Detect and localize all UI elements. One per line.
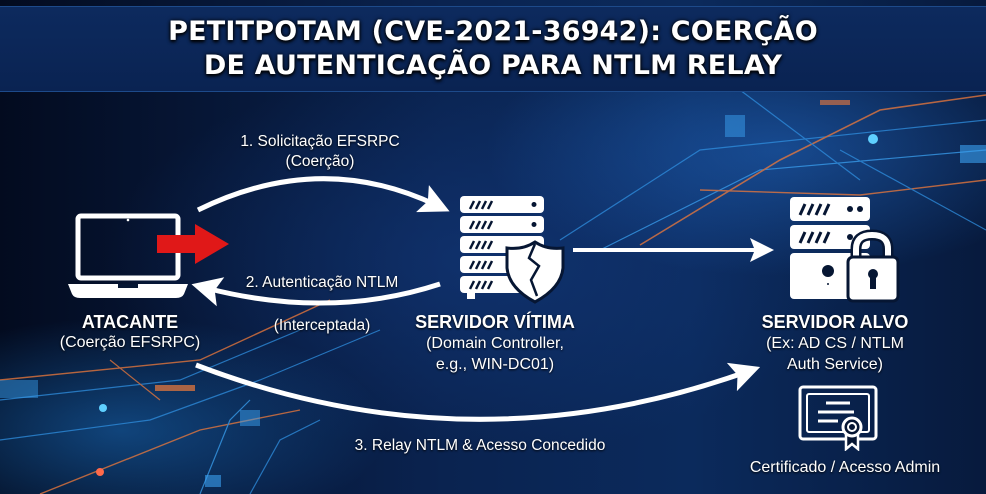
page-title-line-2: DE AUTENTICAÇÃO PARA NTLM RELAY [203, 50, 783, 81]
title-band [0, 6, 986, 92]
server-broken-shield-icon [460, 196, 565, 304]
target-name: SERVIDOR ALVO [761, 312, 909, 332]
step2-sublabel: (Interceptada) [273, 317, 371, 334]
attacker-name: ATACANTE [81, 312, 179, 332]
step3-arrow [195, 362, 761, 422]
step1-arrow [196, 176, 450, 213]
target-subtitle-line-2: Auth Service) [786, 356, 884, 373]
victim-name: SERVIDOR VÍTIMA [415, 312, 575, 332]
victim-subtitle-line-2: e.g., WIN-DC01) [435, 356, 555, 373]
certificate-icon [798, 385, 878, 451]
step2-label: 2. Autenticação NTLM [245, 274, 399, 291]
certificate-label: Certificado / Acesso Admin [749, 459, 941, 476]
step1-label: 1. Solicitação EFSRPC [240, 133, 400, 150]
step1-sublabel: (Coerção) [285, 153, 355, 170]
target-subtitle-line-1: (Ex: AD CS / NTLM [766, 335, 904, 352]
step3-label: 3. Relay NTLM & Acesso Concedido [354, 437, 606, 454]
attacker-subtitle: (Coerção EFSRPC) [59, 334, 201, 351]
server-lock-icon [790, 197, 900, 303]
page-title-line-1: PETITPOTAM (CVE-2021-36942): COERÇÃO [168, 16, 818, 47]
red-attack-arrow-icon [157, 224, 229, 264]
victim-subtitle-line-1: (Domain Controller, [426, 335, 564, 352]
step2-arrow [191, 277, 441, 307]
